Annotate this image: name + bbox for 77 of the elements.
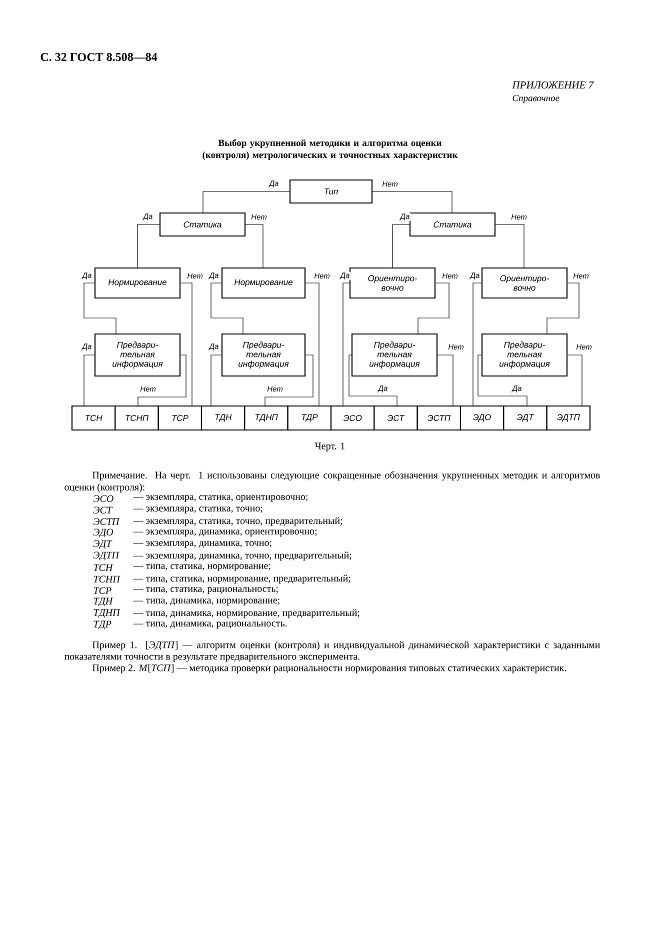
cell: ЭДО (460, 405, 504, 431)
process-box: Нормирование (94, 267, 181, 299)
abbreviation: ТДР (94, 620, 112, 630)
connector-line (392, 224, 410, 268)
connector-line (472, 282, 482, 406)
caption: Черт. 1 (314, 442, 345, 452)
connector-line (138, 354, 186, 406)
connector-line (437, 354, 454, 406)
connector-line (305, 282, 320, 406)
abbreviation: ЭСТ (93, 506, 113, 514)
abbreviation: ТСНП (94, 576, 120, 582)
connector-line (495, 224, 524, 268)
process-box: Ориентиро- вочно (481, 267, 568, 299)
process-box: Тип (289, 179, 373, 204)
connector-line (478, 354, 528, 406)
appendix-note: Справочное (512, 94, 560, 104)
abbreviation: ЭДТ (93, 540, 112, 549)
abbreviation: ЭСТП (93, 518, 120, 525)
example-text: Пример 1. [ЭДТП] — алгоритм оценки (контроля) и индивидуальной динамической характеристики с заданными показателями точности в результате предварительного эксперимента. (64, 641, 600, 662)
connector-line (84, 354, 95, 406)
connector-line (137, 224, 160, 268)
abbreviation-meaning: — экземпляра, динамика, ориентировочно; (133, 530, 317, 537)
abbreviation-meaning: — экземпляра, статика, точно; (133, 506, 262, 514)
abbreviation: ТСН (94, 564, 114, 571)
cell: ТДР (287, 405, 332, 431)
abbreviation: ЭСО (93, 495, 114, 502)
cell: ТДНП (244, 405, 288, 431)
cell: ТСНП (114, 405, 159, 431)
abbreviation: ТСР (94, 587, 112, 594)
process-box: Предвари- тельная информация (481, 333, 568, 377)
abbreviation-meaning: — экземпляра, статика, точно, предварительный; (133, 517, 342, 526)
cell: ЭСТ (374, 405, 418, 431)
abbreviation-meaning: — типа, динамика, рациональность. (133, 622, 287, 629)
connector-line (348, 354, 398, 406)
abbreviation-meaning: — типа, статика, нормирование, предварительный; (133, 574, 350, 584)
abbreviation: ЭДО (93, 528, 114, 538)
process-box: Предвари- тельная информация (221, 333, 306, 377)
connector-line (202, 191, 290, 213)
process-box: Статика (159, 212, 246, 237)
connector-line (210, 282, 244, 334)
abbreviation-meaning: — экземпляра, динамика, точно, предварительный; (133, 552, 352, 561)
process-box: Предвари- тельная информация (351, 333, 438, 377)
abbreviation-meaning: — экземпляра, статика, ориентировочно; (133, 495, 308, 502)
abbreviation: ТДН (94, 598, 114, 606)
connector-line (264, 354, 314, 406)
process-box: Предвари- тельная информация (94, 333, 181, 377)
connector-line (342, 282, 350, 406)
connector-line (84, 282, 116, 334)
page-header: С. 32 ГОСТ 8.508—84 (40, 52, 158, 62)
abbreviation-meaning: — экземпляра, динамика, точно; (133, 541, 272, 548)
abbreviation: ТДНП (94, 609, 120, 618)
cell: ЭДТП (546, 405, 591, 431)
process-box: Статика (409, 212, 496, 237)
connector-line (546, 282, 580, 334)
cell: ЭСО (330, 405, 375, 431)
connector-line (245, 224, 264, 268)
abbreviation: ЭДТП (93, 552, 120, 560)
note-text: Примечание. На черт. 1 использованы следующие сокращенные обозначения укрупненных методик и алгоритмов оценки (контроля): (64, 471, 600, 492)
process-box: Нормирование (221, 267, 306, 299)
abbreviation-meaning: — типа, динамика, нормирование; (133, 598, 280, 606)
abbreviation-meaning: — типа, динамика, нормирование, предварительный; (133, 609, 360, 618)
title: Выбор укрупненной методики и алгоритма оценки (контроля) метрологических и точностных характеристик (202, 139, 458, 160)
connector-line (372, 191, 452, 213)
cell: ТСР (158, 405, 202, 431)
appendix-heading: ПРИЛОЖЕНИЕ 7 (512, 81, 594, 89)
cell: ЭДТ (503, 405, 548, 431)
cell: ТДН (200, 405, 246, 431)
connector-line (418, 282, 450, 334)
connector-line (210, 354, 222, 406)
example-text: Пример 2. М[ТСП] — методика проверки рациональности нормирования типовых статических характеристик. (92, 664, 566, 674)
connector-line (180, 282, 192, 406)
cell: ТСН (71, 405, 116, 431)
abbreviation-meaning: — типа, статика, нормирование; (133, 564, 270, 572)
cell: ЭСТП (416, 405, 462, 431)
process-box: Ориентиро- вочно (349, 267, 436, 299)
abbreviation-meaning: — типа, статика, рациональность; (133, 587, 278, 594)
connector-line (567, 354, 582, 406)
